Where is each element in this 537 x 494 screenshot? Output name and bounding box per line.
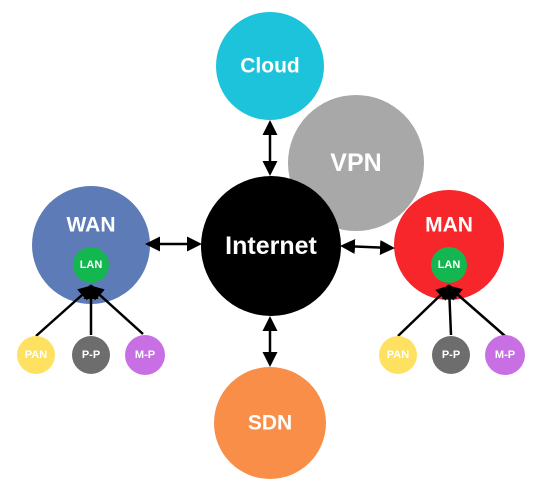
wan-label: WAN	[67, 214, 116, 237]
man-lan-node	[431, 247, 467, 283]
sdn-label: SDN	[248, 412, 292, 435]
wan-pan-label: PAN	[25, 349, 47, 361]
connectors	[145, 120, 395, 367]
sdn-node: SDN	[214, 367, 326, 479]
wan-mp-label: M-P	[135, 349, 155, 361]
cloud-label: Cloud	[240, 55, 299, 78]
man-pp-node: P-P	[432, 336, 470, 374]
vpn-label: VPN	[330, 149, 381, 177]
man-mp-label: M-P	[495, 349, 515, 361]
internet-label: Internet	[225, 232, 317, 260]
man-label: MAN	[425, 214, 473, 237]
vpn-node: VPN	[288, 95, 424, 231]
man-endpoint-links	[397, 284, 506, 337]
man-lan-label: LAN	[438, 259, 461, 271]
wan-lan-node	[73, 247, 109, 283]
wan-lan-label: LAN	[80, 259, 103, 271]
cloud-node: Cloud	[216, 12, 324, 120]
wan-endpoint-links	[35, 284, 144, 337]
wan-pan-node: PAN	[17, 336, 55, 374]
man-node: MAN LAN	[394, 190, 504, 300]
wan-pp-label: P-P	[82, 349, 100, 361]
internet-man-arrow	[340, 238, 395, 256]
man-pp-label: P-P	[442, 349, 460, 361]
wan-mp-node: M-P	[125, 335, 165, 375]
internet-node: Internet	[201, 176, 341, 316]
wan-pp-node: P-P	[72, 336, 110, 374]
wan-node: WAN LAN	[32, 186, 150, 304]
man-pan-label: PAN	[387, 349, 409, 361]
man-pan-node: PAN	[379, 336, 417, 374]
man-mp-node: M-P	[485, 335, 525, 375]
